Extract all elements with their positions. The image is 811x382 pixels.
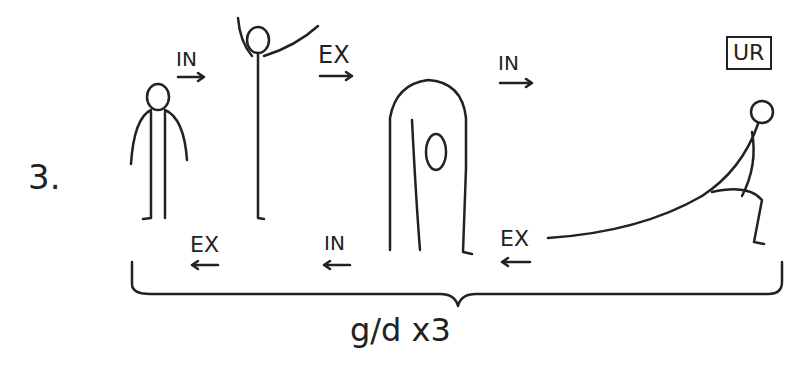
standing-figure [131,84,187,219]
breath-cue: IN [324,232,345,255]
breath-arrow [192,258,530,269]
breath-cue: EX [318,42,350,70]
breath-cue: IN [498,52,519,75]
step-number: 3. [28,158,60,197]
repeat-bracket [132,262,782,306]
breath-cue: EX [190,232,219,257]
breath-cue: IN [176,48,197,71]
lunge-figure [548,101,773,244]
pose-name: UR [733,40,764,65]
forward-fold-figure [390,80,472,254]
pose-box: UR [726,36,772,70]
repeat-note: g/d x3 [350,312,451,349]
arms-up-figure [238,18,318,219]
breath-cue: EX [500,226,529,251]
breath-arrow [178,72,532,87]
